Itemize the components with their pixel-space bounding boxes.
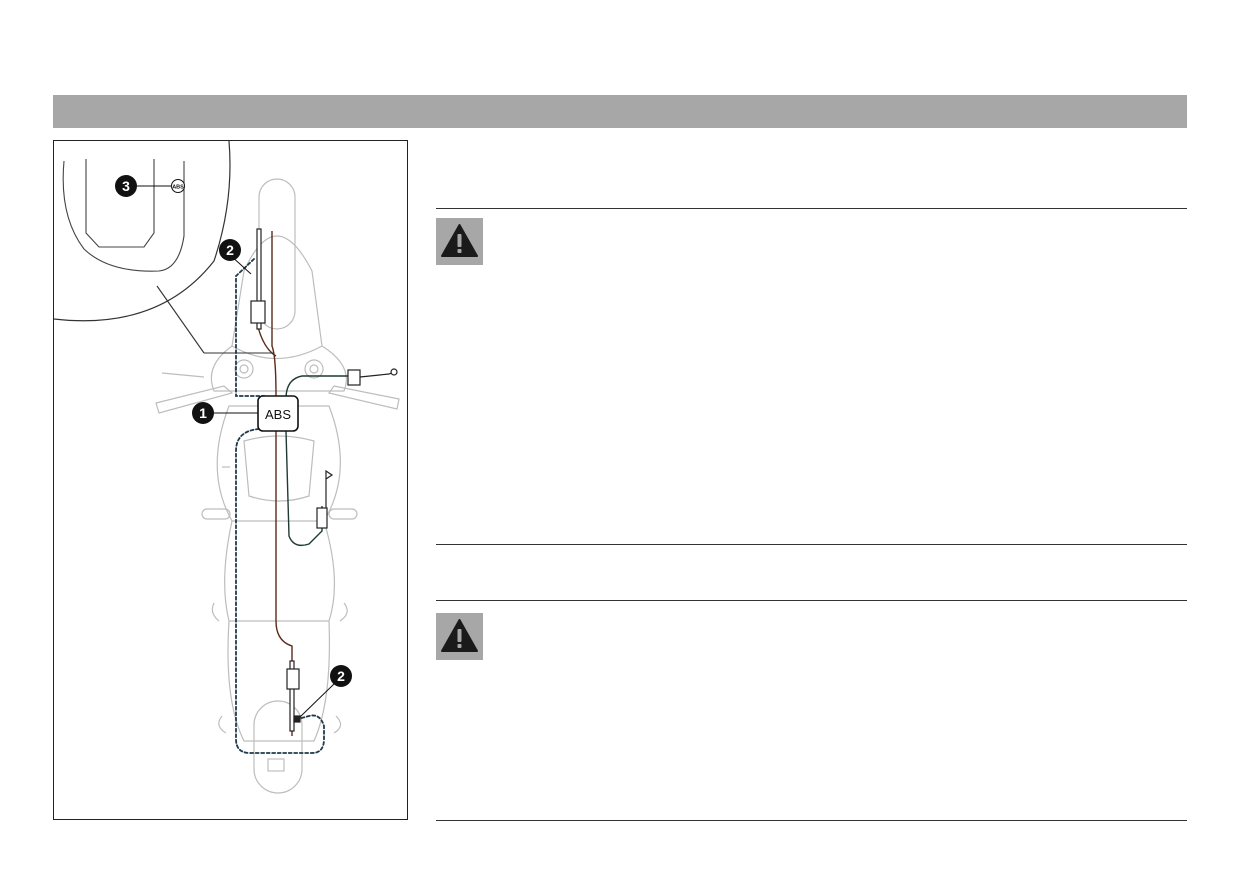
- section-rule-4: [436, 820, 1187, 821]
- warning-box-2: [436, 613, 483, 660]
- brake-line-lever: [285, 375, 352, 547]
- header-bar: [53, 95, 1187, 128]
- warning-triangle-icon: [441, 619, 478, 652]
- rear-wheel-sensor-wire: [235, 428, 325, 754]
- callout-2-rear: 2: [330, 665, 352, 687]
- abs-warning-lamp-icon: [171, 179, 185, 193]
- callout-1: 1: [192, 402, 214, 424]
- callout-3: 3: [115, 175, 137, 197]
- warning-box-1: [436, 218, 483, 265]
- callout-2-front: 2: [219, 239, 241, 261]
- svg-text:2: 2: [337, 668, 345, 684]
- motorcycle-outline: [155, 178, 400, 794]
- instrument-cluster-outline: [62, 160, 185, 272]
- abs-unit-label: ABS: [265, 407, 291, 422]
- section-rule-2: [436, 544, 1187, 545]
- abs-system-diagram: ABS ABS 1 2 2 3: [53, 140, 408, 820]
- svg-text:1: 1: [199, 405, 207, 421]
- warning-triangle-icon: [441, 224, 478, 257]
- svg-text:3: 3: [122, 178, 130, 194]
- section-rule-1: [436, 208, 1187, 209]
- section-rule-3: [436, 600, 1187, 601]
- motorcycle-top-view-illustration: ABS ABS 1 2 2 3: [54, 141, 400, 794]
- svg-text:2: 2: [226, 242, 234, 258]
- abs-lamp-label: ABS: [172, 185, 184, 191]
- brake-line-front-rear: [271, 231, 293, 736]
